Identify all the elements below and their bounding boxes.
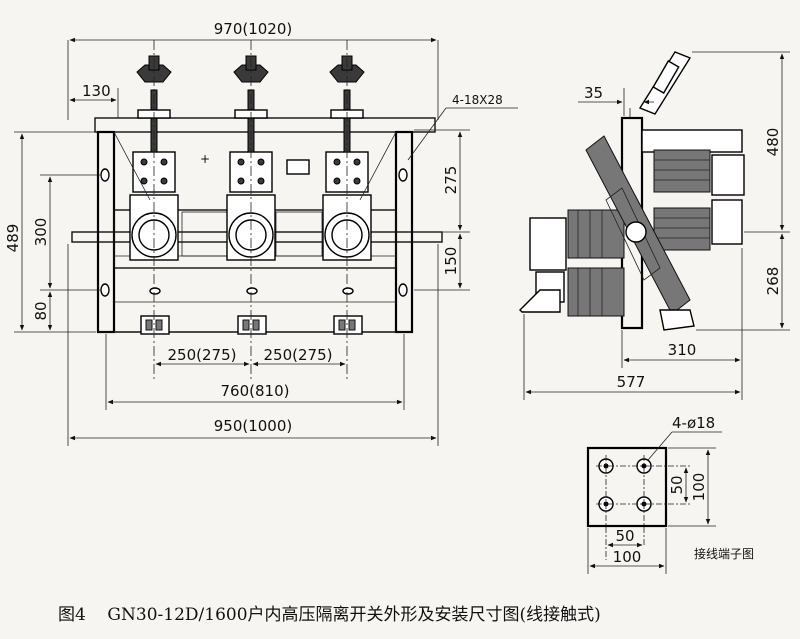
pole-2 bbox=[226, 55, 276, 335]
dim-overall-width: 970(1020) bbox=[214, 20, 293, 38]
dim-span-760: 760(810) bbox=[221, 382, 290, 400]
side-view: 35 480 268 310 577 bbox=[519, 51, 790, 400]
dim-depth-310: 310 bbox=[668, 341, 697, 359]
dim-terminal-horiz-100: 100 bbox=[613, 548, 642, 566]
svg-text:+: + bbox=[200, 152, 210, 166]
dim-hole-spec: 4-18X28 bbox=[452, 93, 503, 107]
dim-height-300: 300 bbox=[32, 218, 50, 247]
dim-height-80: 80 bbox=[32, 301, 50, 320]
dim-depth-577: 577 bbox=[617, 373, 646, 391]
dim-left-offset: 130 bbox=[82, 82, 111, 100]
dim-height-480: 480 bbox=[764, 128, 782, 157]
figure-caption: 图4 GN30-12D/1600户内高压隔离开关外形及安装尺寸图(线接触式) bbox=[58, 605, 601, 625]
dim-terminal-vert-50: 50 bbox=[668, 475, 686, 494]
dim-height-275: 275 bbox=[442, 166, 460, 195]
dim-height-150: 150 bbox=[442, 247, 460, 276]
dim-pitch-1: 250(275) bbox=[168, 346, 237, 364]
terminal-view: 4-ø18 50 100 50 100 接线端子图 bbox=[586, 414, 754, 574]
terminal-label: 接线端子图 bbox=[694, 546, 754, 561]
dim-terminal-vert-100: 100 bbox=[690, 473, 708, 502]
dim-terminal-horiz-50: 50 bbox=[615, 527, 634, 545]
dim-terminal-holes: 4-ø18 bbox=[672, 414, 715, 432]
front-view: + 970(1020) 130 4-18X28 489 300 80 bbox=[4, 20, 518, 446]
dim-offset-35: 35 bbox=[584, 84, 603, 102]
dim-height-268: 268 bbox=[764, 267, 782, 296]
dim-span-950: 950(1000) bbox=[214, 417, 293, 435]
dim-height-total: 489 bbox=[4, 224, 22, 253]
dim-pitch-2: 250(275) bbox=[264, 346, 333, 364]
